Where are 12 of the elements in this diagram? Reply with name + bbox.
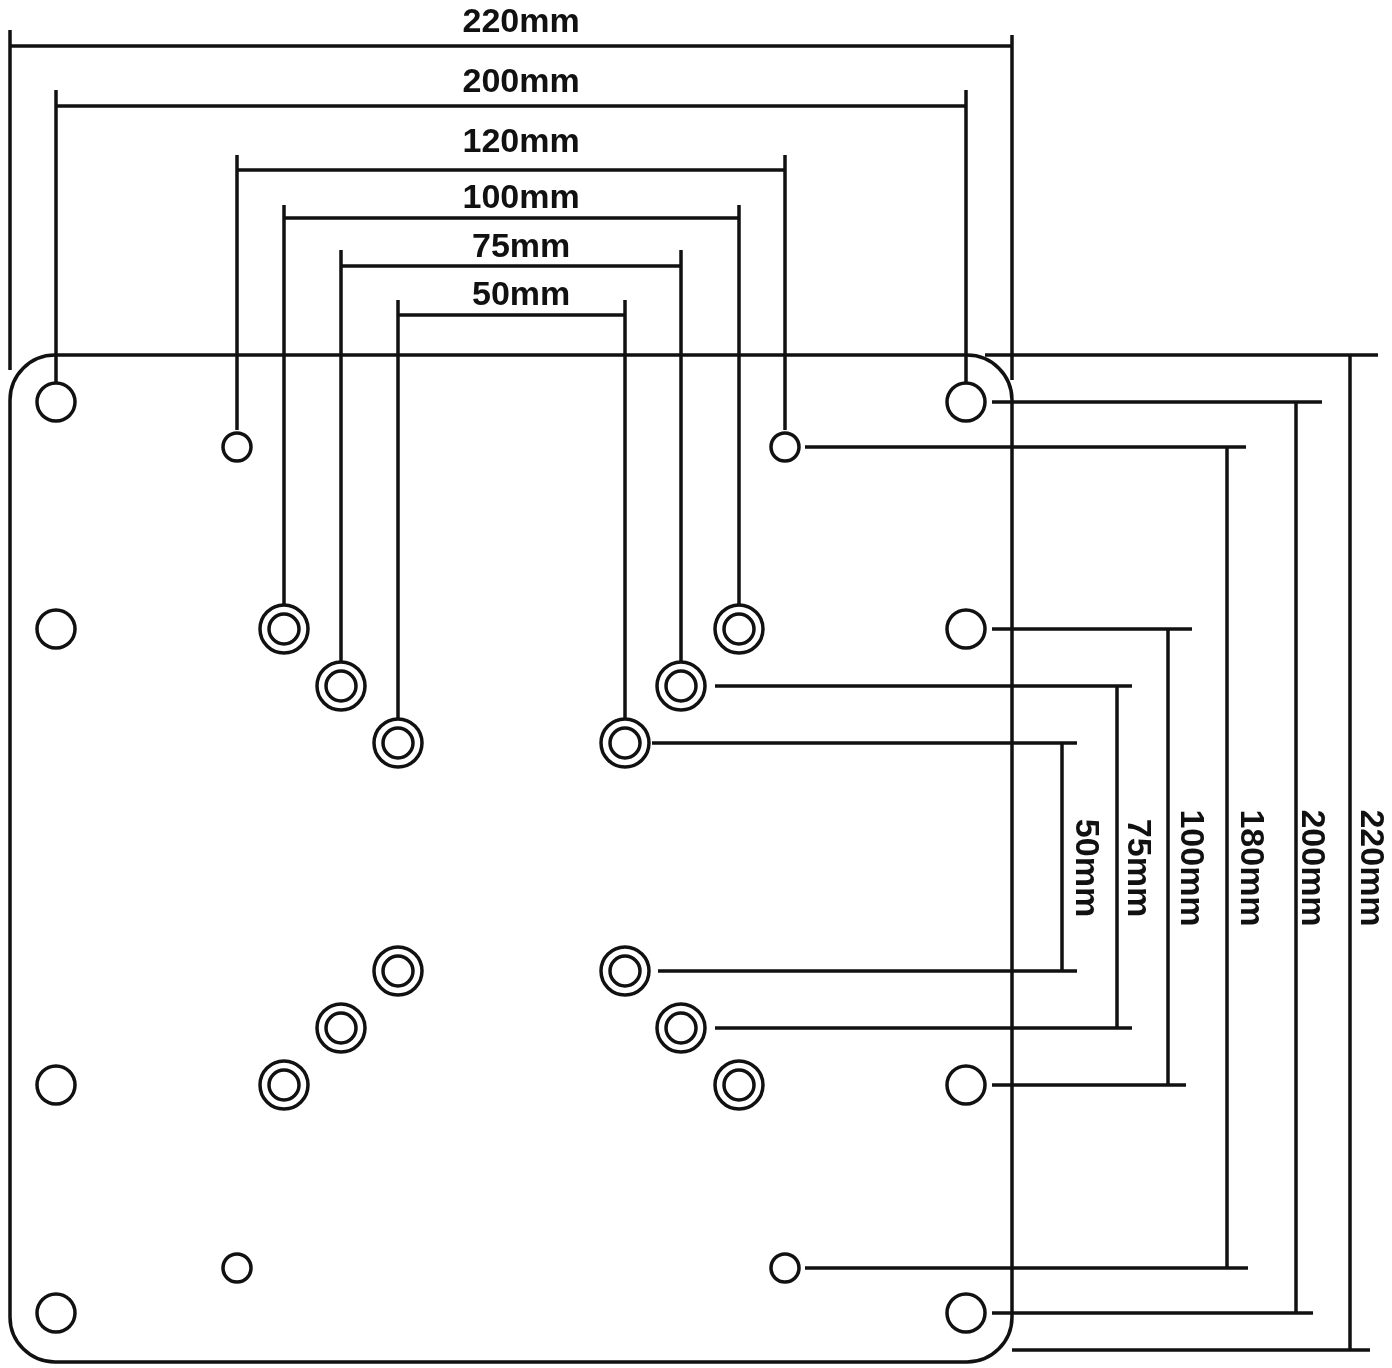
dimension-label: 75mm [1123,818,1158,918]
dimension-label: 100mm [1175,809,1210,927]
dimension-label: 50mm [472,276,571,310]
dimension-label: 200mm [462,63,580,97]
dimension-label: 100mm [462,179,580,213]
dimension-label: 200mm [1296,809,1331,927]
dimension-label: 120mm [462,123,580,157]
dimension-label: 180mm [1235,809,1270,927]
dimension-label: 220mm [1355,809,1390,927]
dimension-label: 50mm [1071,818,1106,918]
dimension-label: 75mm [472,228,571,262]
dimension-label: 220mm [462,3,580,37]
